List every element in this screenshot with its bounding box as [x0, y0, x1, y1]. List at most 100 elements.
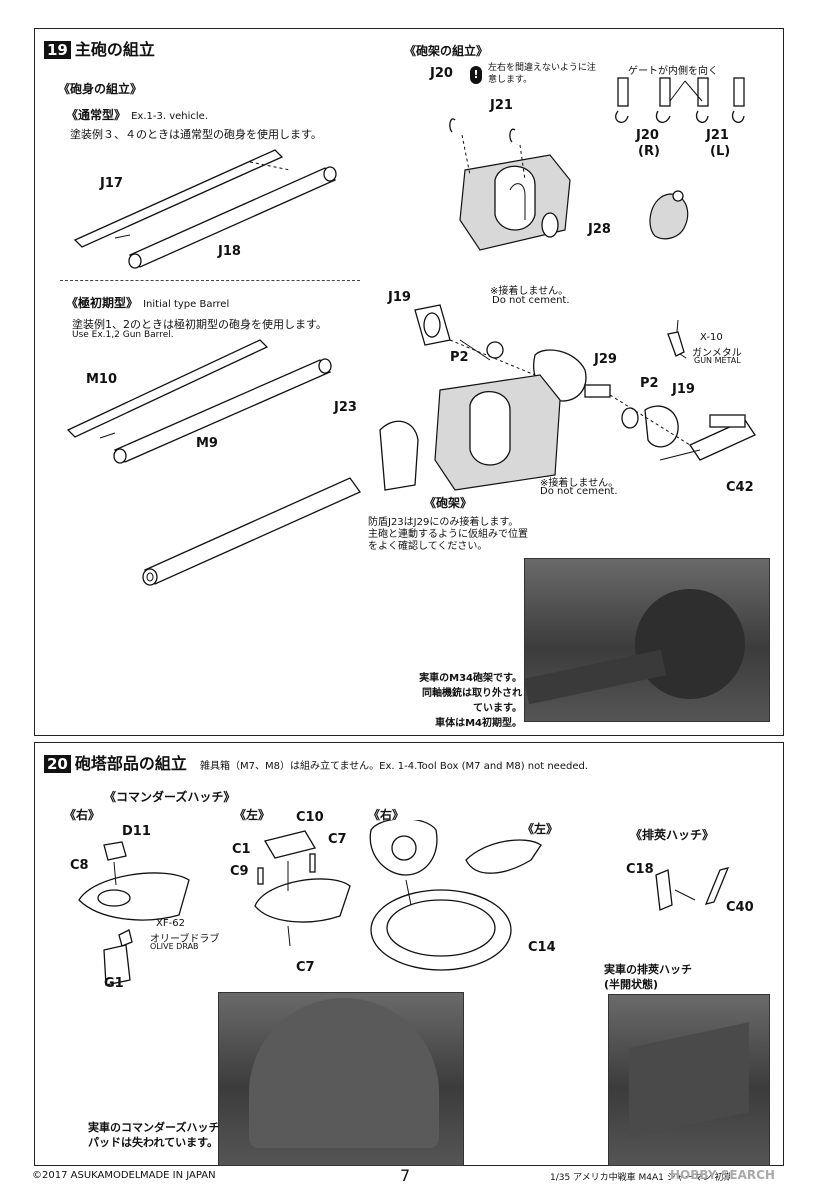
footer-product: 1/35 アメリカ中戦車 M4A1 シャーマン 初期型 (直視バイザー型) — [550, 1173, 730, 1183]
ejection-hatch-drawing — [655, 867, 730, 911]
part-m9-label: M9 — [196, 436, 218, 451]
photo2-caption-line1: 実車の排莢ハッチ — [604, 963, 692, 976]
footer-page-number: 7 — [400, 1166, 411, 1185]
part-c18-label: C18 — [626, 862, 654, 877]
gate-note: ゲートが内側を向く — [628, 66, 718, 77]
part-c7-bottom-label: C7 — [296, 960, 315, 975]
gun-mount-upper-drawing — [449, 118, 571, 251]
part-c1-label: C1 — [232, 842, 251, 857]
paint-xf62-code: XF-62 — [156, 918, 185, 929]
normal-type-note: 塗装例３、４のときは通常型の砲身を使用します。 — [70, 128, 322, 141]
part-c40-label: C40 — [726, 900, 754, 915]
caution-note: 左右を間違えないように注意します。 — [488, 63, 596, 85]
part-j29-label: J29 — [594, 352, 617, 367]
footer-copyright: ©2017 ASUKAMODEL — [32, 1170, 141, 1181]
gate-detail-drawing — [615, 77, 745, 123]
part-p2-left-label: P2 — [450, 350, 469, 365]
mount-detail-drawing — [649, 190, 689, 240]
shield-note-line3: をよく確認してください。 — [368, 541, 488, 552]
part-j21-top-label: J21 — [490, 98, 513, 113]
part-c8-label: C8 — [70, 858, 89, 873]
part-d11-label: D11 — [122, 824, 151, 839]
part-c42-label: C42 — [726, 480, 754, 495]
section-divider — [60, 280, 360, 281]
part-j20-side-label: (R) — [638, 144, 660, 159]
photo-caption-ejection: 実車の排莢ハッチ (半開状態) — [604, 962, 692, 992]
barrel-assembly-heading: 《砲身の組立》 — [58, 82, 143, 96]
initial-type-note-en: Use Ex.1,2 Gun Barrel. — [72, 330, 174, 340]
initial-type-heading: 《極初期型》 Initial type Barrel — [66, 292, 229, 311]
step19-panel — [34, 28, 784, 736]
right-hatch-drawing — [78, 841, 190, 986]
part-g1-label: G1 — [104, 976, 124, 991]
left-label-1: 《左》 — [234, 808, 271, 822]
commander-hatch-heading: 《コマンダーズハッチ》 — [104, 790, 236, 804]
part-c7-top-label: C7 — [328, 832, 347, 847]
photo-caption-line3: 車体はM4初期型。 — [435, 718, 522, 729]
part-c14-label: C14 — [528, 940, 556, 955]
paint-x10-en: GUN METAL — [694, 356, 741, 365]
footer-made-in: MADE IN JAPAN — [140, 1170, 216, 1181]
left-label-2: 《左》 — [522, 822, 559, 836]
photo-caption-step19: 実車のM34砲架です。 同軸機銃は取り外されています。 車体はM4初期型。 — [416, 671, 522, 731]
part-j21-side-label: (L) — [710, 144, 731, 159]
photo1-caption-line2: パッドは失われています。 — [88, 1136, 219, 1149]
paint-brush-icon — [667, 331, 687, 359]
step20-number: 20 — [44, 755, 71, 773]
gun-mount-exploded-drawing — [379, 304, 756, 491]
part-c10-label: C10 — [296, 810, 324, 825]
part-p2-right-label: P2 — [640, 376, 659, 391]
paint-xf62-en: OLIVE DRAB — [150, 942, 199, 951]
normal-type-heading: 《通常型》 Ex.1-3. vehicle. — [66, 104, 208, 123]
initial-type-note: 塗装例1、2のときは極初期型の砲身を使用します。 — [72, 318, 327, 331]
right-label-2: 《右》 — [368, 808, 405, 822]
m34-mount-photo — [523, 558, 770, 722]
initial-heading-jp: 《極初期型》 — [66, 296, 139, 310]
paint-x10-jp: ガンメタル — [692, 348, 742, 359]
paint-x10-code: X-10 — [700, 332, 723, 343]
part-c9-label: C9 — [230, 864, 249, 879]
left-hatch-drawing — [254, 830, 351, 947]
paint-xf62-jp: オリーブドラブ — [150, 934, 220, 945]
part-j28-label: J28 — [588, 222, 611, 237]
normal-barrel-drawing — [73, 149, 337, 269]
step20-title: 砲塔部品の組立 — [74, 754, 187, 773]
photo2-caption-line2: (半開状態) — [604, 978, 659, 991]
shield-note-line2: 主砲と連動するように仮組みで位置 — [368, 529, 528, 540]
no-cement-note-upper-jp: ※接着しません。 — [490, 286, 569, 297]
caution-icon: ! — [470, 66, 482, 84]
photo1-caption-line1: 実車のコマンダーズハッチ — [88, 1121, 220, 1134]
right-label-1: 《右》 — [64, 808, 101, 822]
photo-caption-line2: 同軸機銃は取り外されています。 — [422, 688, 522, 714]
mount-label: 《砲架》 — [424, 496, 473, 510]
ejection-hatch-photo — [608, 994, 770, 1166]
no-cement-note-lower-jp: ※接着しません。 — [540, 478, 619, 489]
no-cement-note-upper-en: Do not cement. — [492, 295, 570, 306]
part-j23-label: J23 — [334, 400, 357, 415]
step19-title: 主砲の組立 — [74, 40, 155, 59]
step19-number: 19 — [44, 41, 71, 59]
step20-note: 雑具箱（M7、M8）は組み立てません。Ex. 1-4.Tool Box (M7 … — [199, 761, 588, 772]
initial-barrel-drawing — [66, 339, 332, 464]
shield-note: 防盾J23はJ29にのみ接着します。 主砲と連動するように仮組みで位置 をよく確… — [368, 517, 528, 553]
part-j17-label: J17 — [100, 176, 123, 191]
normal-heading-jp: 《通常型》 — [66, 108, 127, 122]
part-m10-label: M10 — [86, 372, 118, 387]
part-j19-left-label: J19 — [388, 290, 411, 305]
photo-caption-line1: 実車のM34砲架です。 — [419, 673, 522, 684]
no-cement-note-lower-en: Do not cement. — [540, 486, 618, 497]
initial-heading-en: Initial type Barrel — [143, 299, 230, 310]
part-j19-right-label: J19 — [672, 382, 695, 397]
part-j18-label: J18 — [218, 244, 241, 259]
normal-heading-en: Ex.1-3. vehicle. — [131, 111, 209, 122]
part-j20-detail-label: J20 — [636, 128, 659, 143]
ejection-hatch-heading: 《排莢ハッチ》 — [630, 828, 715, 842]
mount-assembly-heading: 《砲架の組立》 — [404, 44, 489, 58]
shield-note-line1: 防盾J23はJ29にのみ接着します。 — [368, 517, 519, 528]
commander-hatch-photo — [218, 992, 464, 1166]
part-j21-detail-label: J21 — [706, 128, 729, 143]
footer-watermark: HOBBY SEARCH — [670, 1168, 775, 1182]
hatch-ring-drawing — [369, 820, 542, 971]
